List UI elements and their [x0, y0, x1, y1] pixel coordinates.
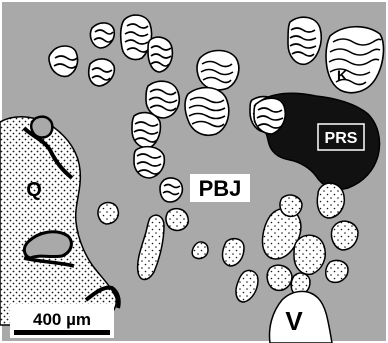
scale-bar-label: 400 µm — [33, 310, 91, 329]
prs-inner-grain — [254, 98, 285, 134]
label-q: Q — [26, 179, 42, 201]
label-pbj: PBJ — [199, 176, 242, 201]
label-prs: PRS — [325, 130, 358, 147]
label-prs-box: PRS — [318, 124, 364, 150]
label-k: K — [337, 67, 347, 83]
quartz-inclusion — [31, 117, 52, 138]
label-v: V — [285, 306, 303, 336]
scale-bar: 400 µm — [10, 304, 114, 338]
scale-bar-line — [14, 330, 110, 335]
label-pbj-box: PBJ — [190, 174, 250, 202]
